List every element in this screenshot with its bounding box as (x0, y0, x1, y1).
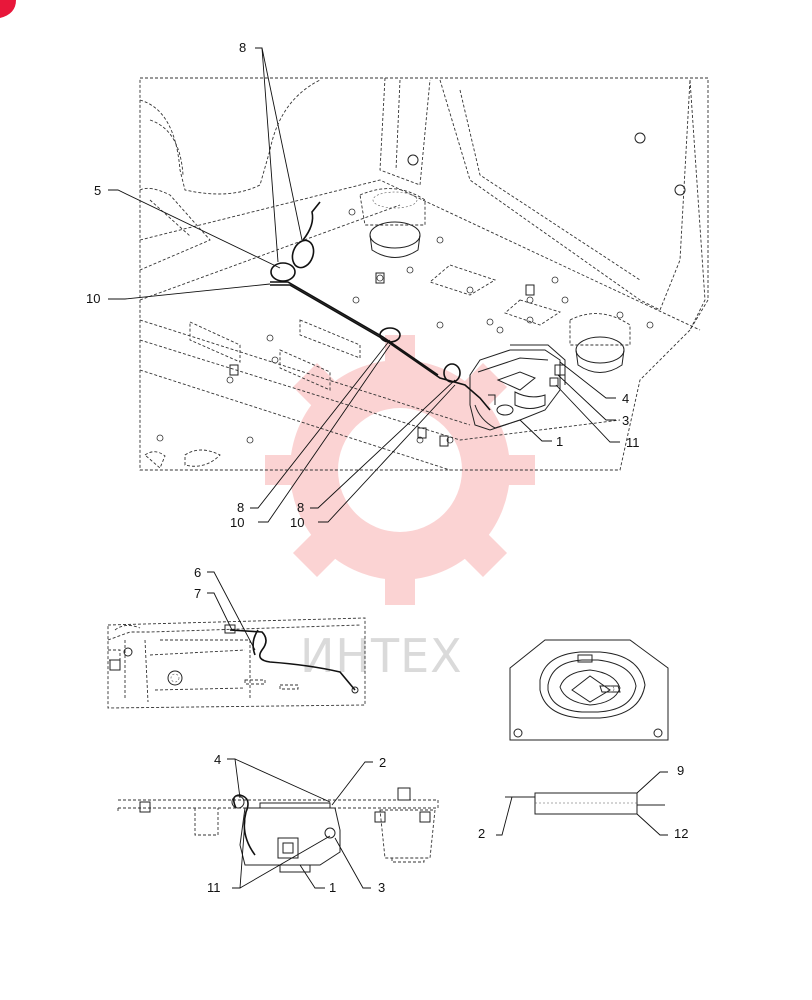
callout-10-left: 10 (86, 291, 100, 306)
callout-9: 9 (677, 763, 684, 778)
callout-4-bottom: 4 (214, 752, 221, 767)
callout-8-bottom-right: 8 (297, 500, 304, 515)
callout-4: 4 (622, 391, 629, 406)
callout-6: 6 (194, 565, 201, 580)
main-leaders (108, 47, 620, 523)
watermark-text: ИНТЕХ (300, 629, 463, 683)
side-leaders (207, 571, 256, 651)
watermark-gear (265, 335, 535, 605)
callout-10-bottom-left: 10 (230, 515, 244, 530)
callout-11: 11 (626, 435, 640, 450)
main-view (139, 77, 709, 471)
callout-10-bottom-right: 10 (290, 515, 304, 530)
hose-clip-2 (379, 327, 401, 343)
callout-3: 3 (622, 413, 629, 428)
washer-reservoir (469, 344, 566, 431)
hose-clip-3 (443, 363, 461, 383)
blower-left (359, 188, 426, 258)
callout-1: 1 (556, 434, 563, 449)
callout-2-detail: 2 (478, 826, 485, 841)
callout-11-bottom: 11 (207, 880, 221, 895)
callout-2-bottom: 2 (379, 755, 386, 770)
floor-bolts (156, 208, 654, 444)
washer-hose (270, 284, 491, 411)
callout-5: 5 (94, 183, 101, 198)
bottom-leaders (227, 758, 373, 889)
callout-7: 7 (194, 586, 201, 601)
callout-8-bottom-left: 8 (237, 500, 244, 515)
hose-clip-1 (270, 262, 296, 282)
side-view (107, 617, 366, 709)
gasket-detail (505, 792, 665, 815)
hose-clip-top (291, 239, 315, 269)
blower-right (569, 313, 631, 373)
mount-plate-view (509, 639, 669, 741)
callout-8-top: 8 (239, 40, 246, 55)
detail-leaders (496, 771, 668, 836)
callout-1-bottom: 1 (329, 880, 336, 895)
corner-tab (0, 0, 16, 18)
callout-12: 12 (674, 826, 688, 841)
callout-3-bottom: 3 (378, 880, 385, 895)
brackets (229, 272, 535, 447)
bottom-view (117, 787, 439, 873)
